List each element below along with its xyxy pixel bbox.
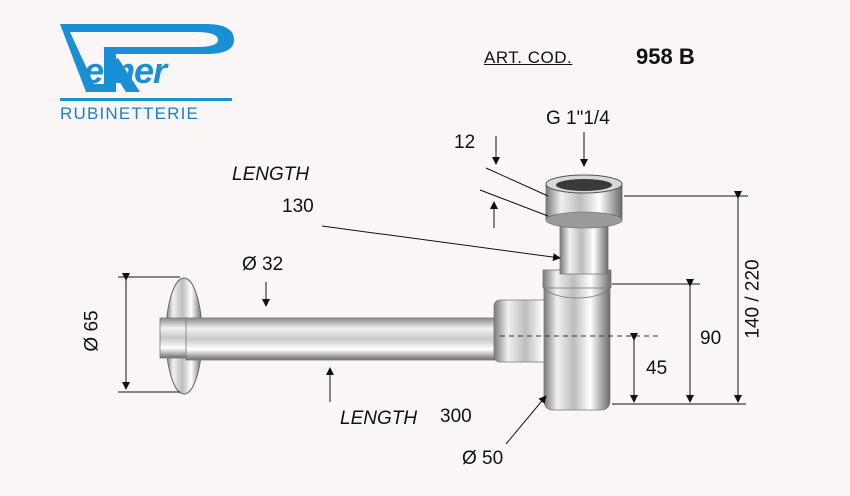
logo-r-cutout (70, 32, 218, 84)
tube-length-label: 130 (282, 196, 314, 217)
tube-diameter-label: Ø 32 (242, 254, 284, 275)
brand-logo-mark (60, 24, 234, 101)
wall-flange (159, 277, 203, 395)
brand-subtitle: RUBINETTERIE (60, 104, 200, 123)
top-cap (545, 174, 623, 229)
length-label-top: LENGTH (232, 164, 310, 185)
article-label: ART. COD. (484, 48, 573, 67)
logo-r-leg (108, 58, 140, 92)
wall-thickness-label: 12 (454, 132, 476, 153)
height-45-label: 45 (646, 358, 668, 379)
horizontal-length-label: 300 (440, 406, 472, 427)
article-code: 958 B (636, 44, 695, 69)
body-diameter-label: Ø 50 (462, 448, 504, 469)
trap-body (543, 285, 611, 411)
logo-underline (60, 98, 232, 101)
horizontal-tube (185, 317, 505, 361)
length-label-bottom: LENGTH (340, 408, 418, 429)
thread-label: G 1"1/4 (546, 108, 610, 129)
brand-name: emer (84, 50, 167, 91)
dimension-lines (118, 132, 748, 445)
height-90-label: 90 (700, 328, 722, 349)
total-height-label: 140 / 220 (742, 259, 764, 339)
flange-diameter-label: Ø 65 (81, 310, 103, 352)
